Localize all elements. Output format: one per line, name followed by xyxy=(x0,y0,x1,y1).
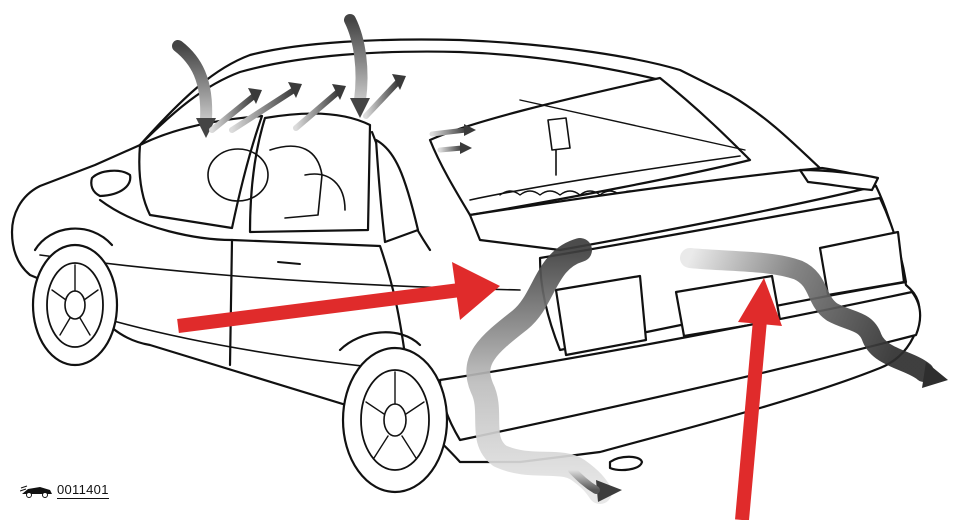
airflow-smoke-right-head xyxy=(922,362,948,388)
airflow-out-2-head xyxy=(288,82,302,98)
airflow-incoming-1-head xyxy=(196,118,216,138)
car-logo-icon xyxy=(20,485,52,498)
airflow-group xyxy=(172,14,948,504)
tail-light-left xyxy=(554,274,648,357)
rear-bumper xyxy=(438,290,922,442)
airflow-out-1 xyxy=(209,93,257,133)
steering-wheel xyxy=(207,148,269,202)
airflow-window-1-head xyxy=(464,124,476,136)
headrest xyxy=(547,117,571,176)
rear-window-line xyxy=(519,99,746,151)
airflow-out-4 xyxy=(363,79,401,119)
airflow-smoke-left xyxy=(466,238,612,504)
callout-arrows xyxy=(177,262,782,520)
airflow-out-4-head xyxy=(392,74,406,90)
rear-side-window xyxy=(374,138,420,244)
red-arrow-up xyxy=(735,319,767,520)
rear-window xyxy=(428,76,752,217)
airflow-out-2 xyxy=(229,87,297,133)
airflow-smoke-right xyxy=(680,248,934,382)
front-wheel-arch xyxy=(33,227,114,252)
airflow-out-3-head xyxy=(332,84,346,100)
red-arrow-up-head xyxy=(738,278,782,326)
airflow-out-1-head xyxy=(248,88,262,104)
b-pillar xyxy=(248,112,372,234)
front-wheel xyxy=(31,227,119,367)
airflow-out-3 xyxy=(293,89,341,131)
airflow-window-2-head xyxy=(460,142,472,154)
car-illustration xyxy=(10,38,922,494)
airflow-window-2 xyxy=(437,145,465,153)
rear-spoiler xyxy=(798,168,880,192)
airflow-window-1 xyxy=(429,127,469,137)
red-arrow-left xyxy=(177,283,461,333)
rear-shelf xyxy=(469,155,741,201)
airflow-smoke-left-head xyxy=(596,480,622,502)
exhaust-pipe xyxy=(608,455,644,472)
airflow-exhaust xyxy=(568,466,600,494)
airflow-incoming-1 xyxy=(172,40,213,126)
rear-wheel xyxy=(338,331,449,494)
airflow-incoming-2-head xyxy=(350,98,370,118)
front-door-line xyxy=(98,198,234,367)
figure-reference: 0011401 xyxy=(20,482,109,499)
door-handle xyxy=(277,261,301,265)
figure-reference-code: 0011401 xyxy=(57,482,109,499)
red-arrow-left-head xyxy=(452,262,500,320)
tail-light-right xyxy=(818,230,906,297)
side-mirror xyxy=(90,169,132,198)
rear-wheel-arch xyxy=(338,331,422,352)
airflow-incoming-2 xyxy=(344,14,368,106)
seat-front xyxy=(304,173,346,211)
